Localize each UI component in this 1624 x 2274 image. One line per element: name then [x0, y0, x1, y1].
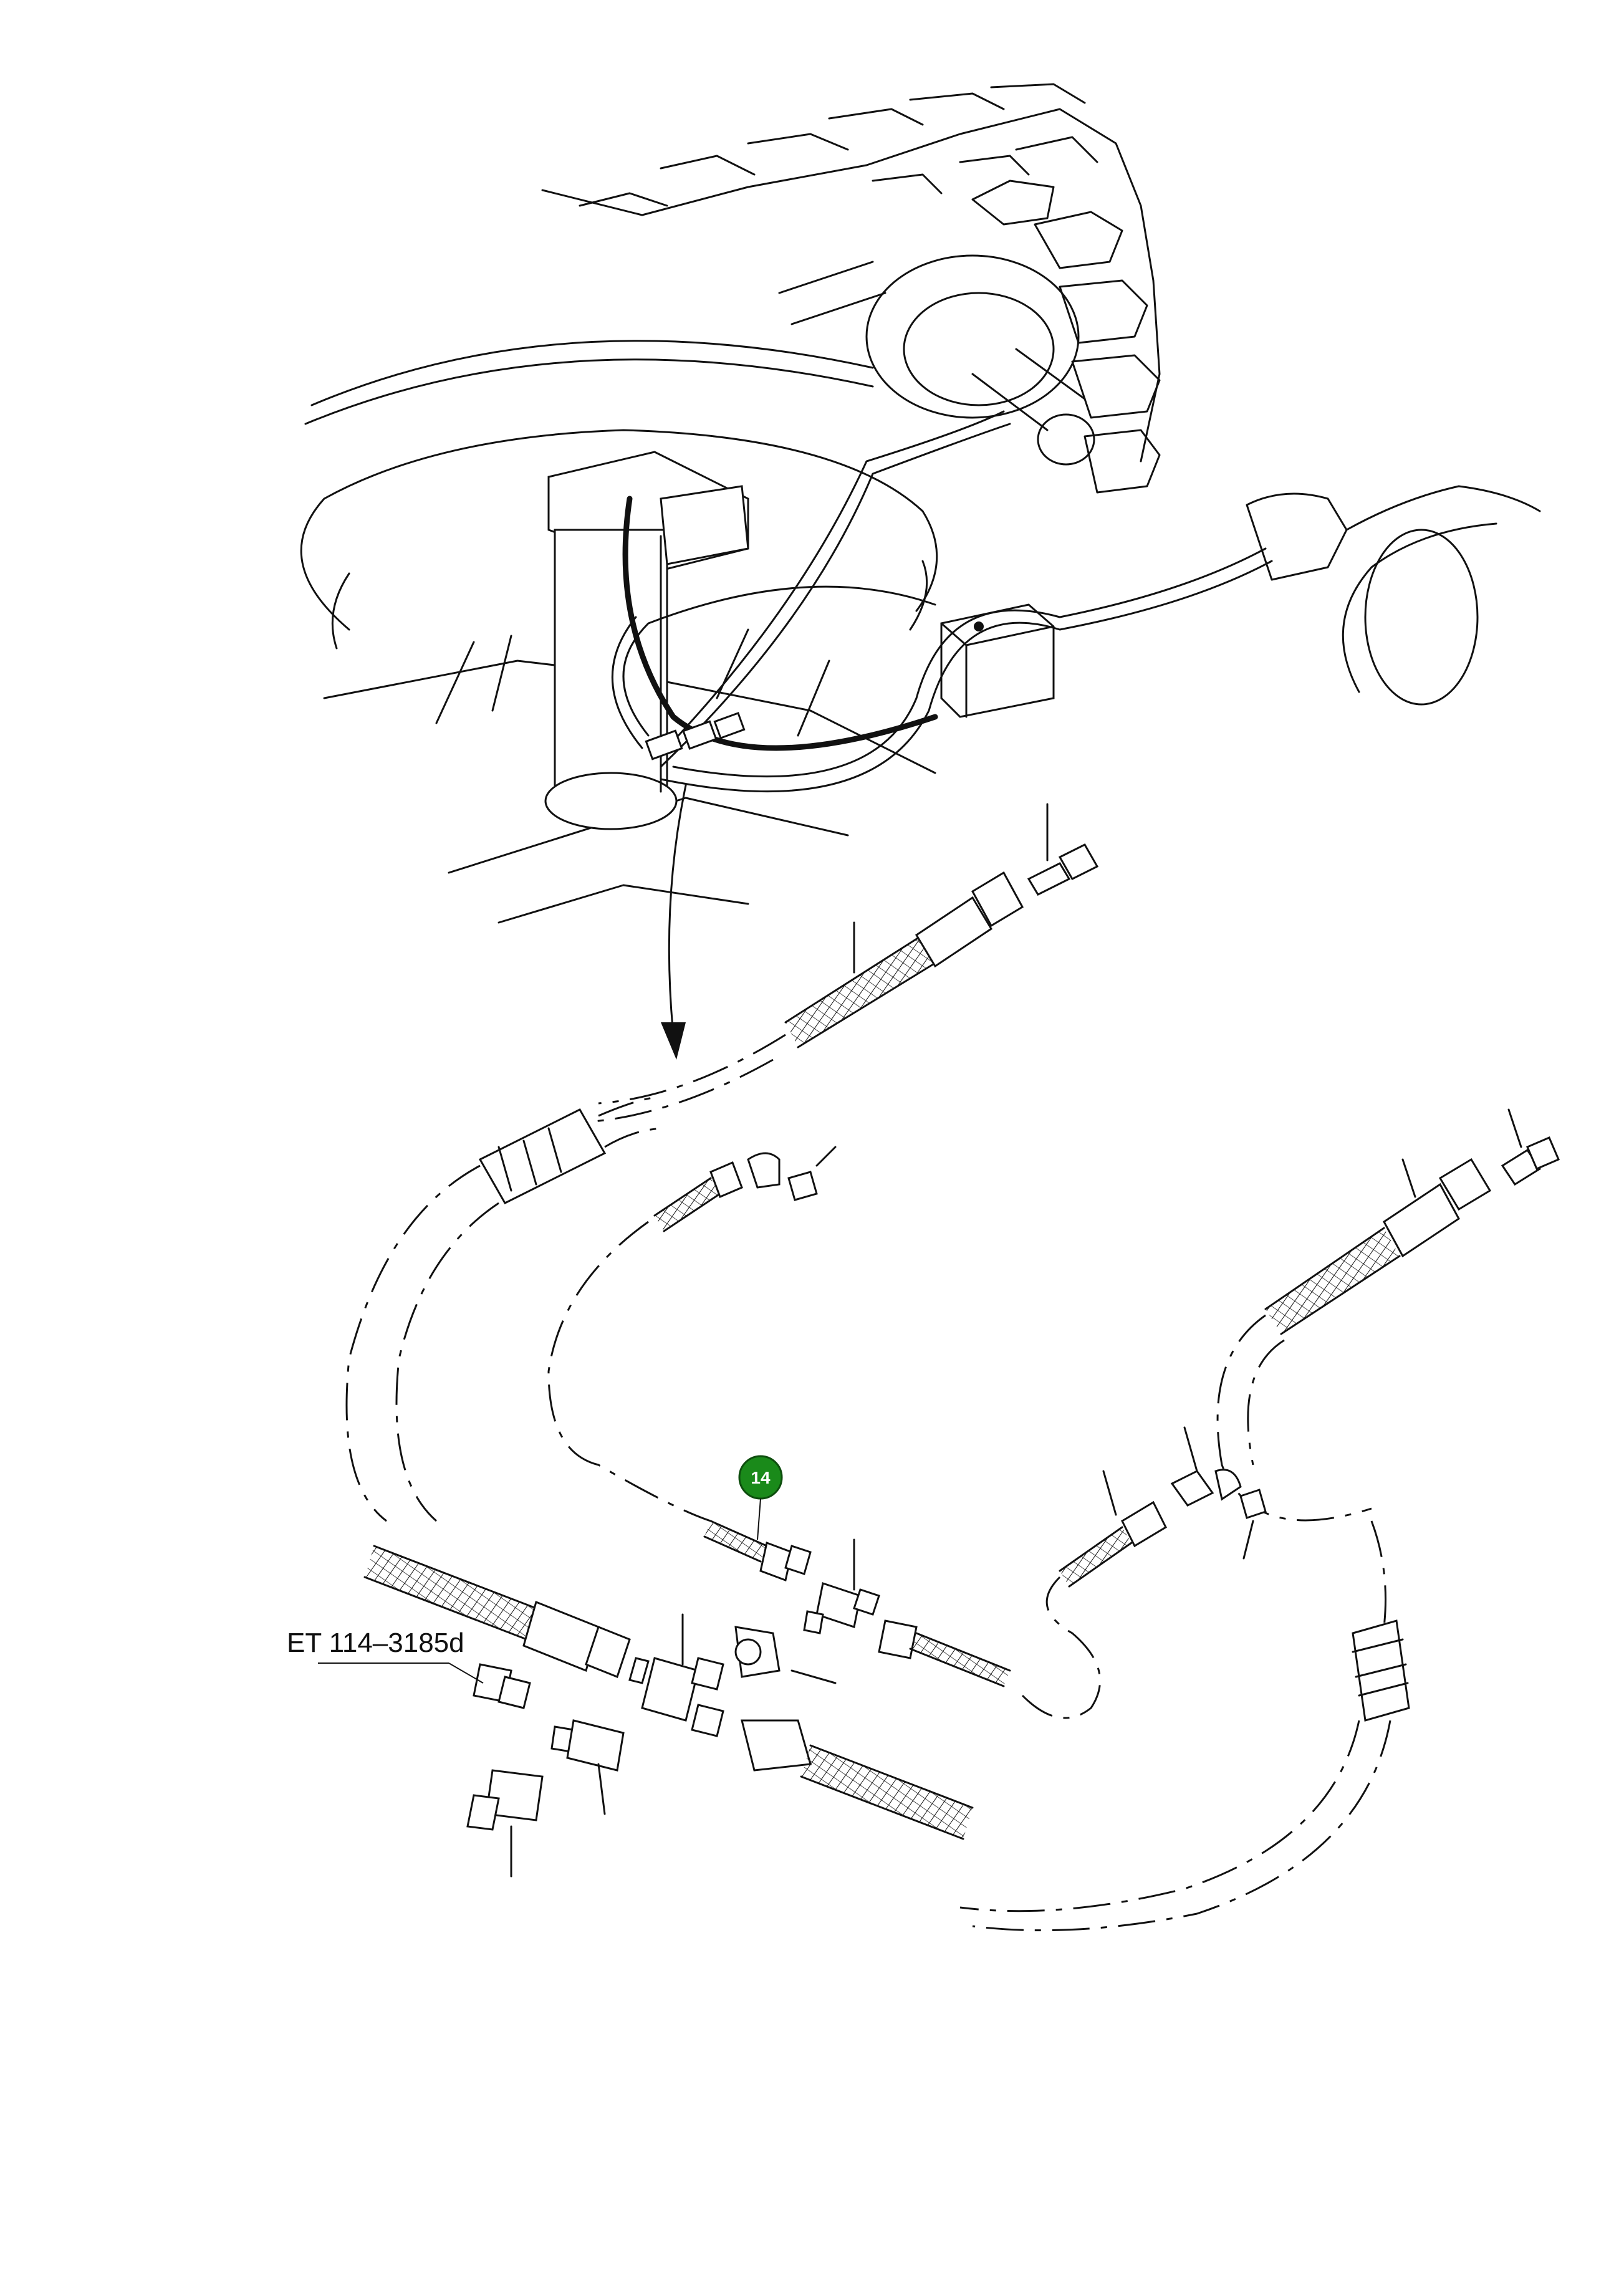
callout-14-number: 14 — [751, 1468, 771, 1487]
reference-code: ET 114–3185d — [287, 1628, 464, 1658]
slewing-ring — [300, 340, 938, 924]
upper-hoses — [612, 410, 1273, 793]
machine-overview — [300, 83, 1541, 1060]
reference-label: ET 114–3185d — [287, 1628, 484, 1684]
swivel-fittings — [645, 712, 746, 760]
drive-hub — [778, 254, 1095, 466]
exploded-hose-detail — [345, 803, 1560, 1932]
junction-box — [940, 603, 1055, 718]
crawler-track — [541, 83, 1161, 494]
tee-fittings-cluster — [363, 1520, 1011, 1878]
hose-loop-right — [959, 1520, 1410, 1932]
hose-thin-middle — [547, 1146, 837, 1522]
detail-arrow — [661, 784, 687, 1060]
hose-small-right — [1021, 1426, 1267, 1719]
travel-motor — [1246, 485, 1541, 706]
swivel-joint — [544, 451, 749, 830]
hose-assembly-top — [585, 803, 1099, 1123]
hose-loop-left — [345, 1096, 668, 1522]
hose-assembly-right — [1216, 1108, 1560, 1522]
callout-14[interactable]: 14 — [738, 1455, 783, 1540]
